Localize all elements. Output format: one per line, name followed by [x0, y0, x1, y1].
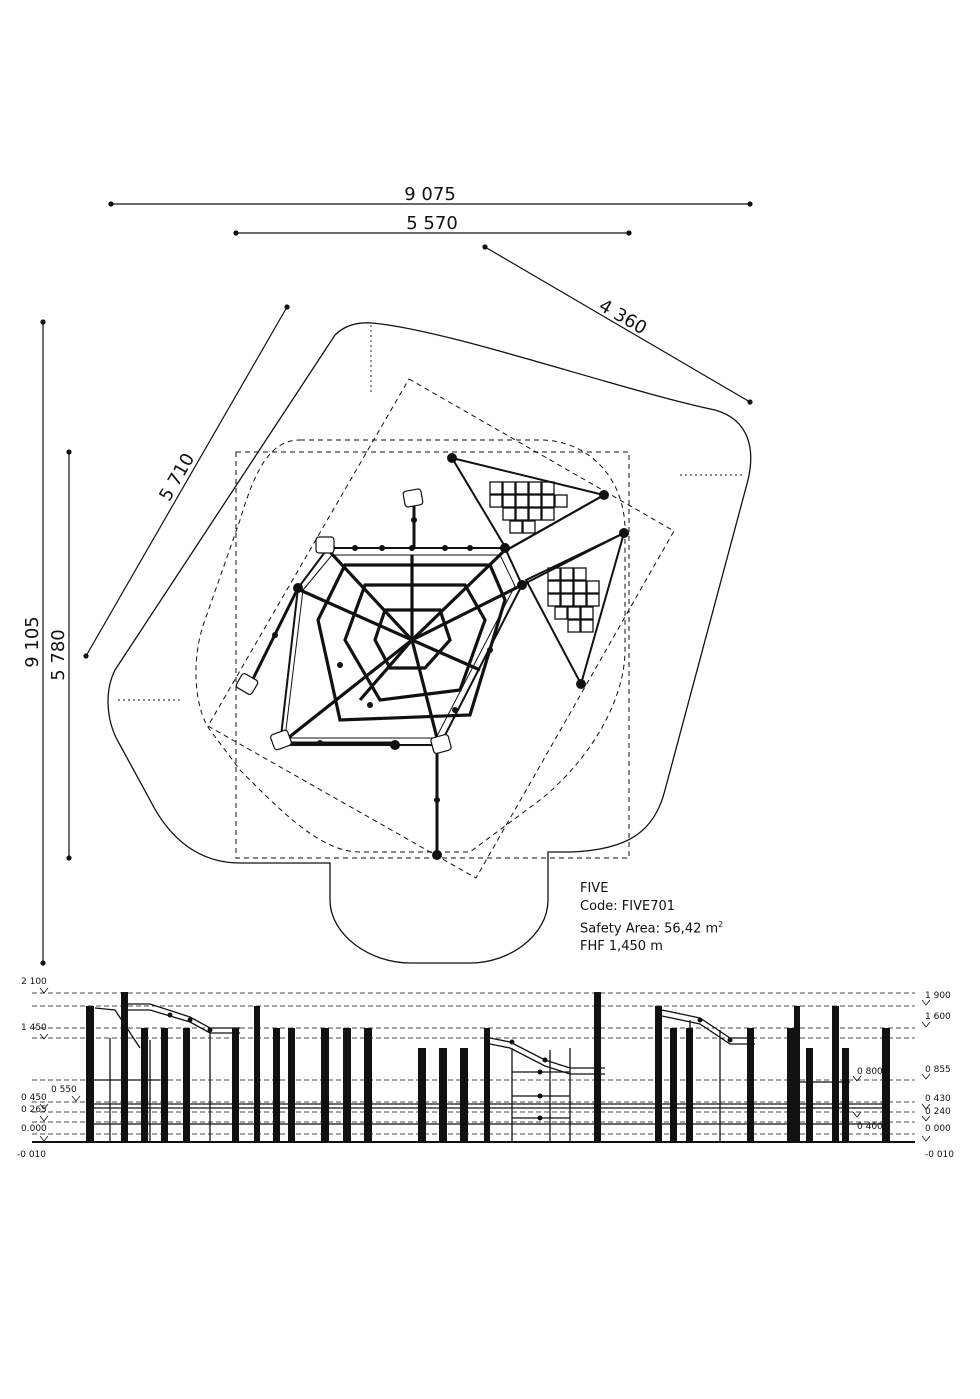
- level-label-right: 0 240: [925, 1107, 951, 1117]
- safety-area: Safety Area: 56,42 m2: [580, 916, 723, 938]
- elevation-joints: [167, 1012, 733, 1121]
- level-lines: [32, 992, 915, 1135]
- elevation-posts: [86, 992, 890, 1142]
- level-label-left: -0 010: [17, 1150, 46, 1160]
- level-label-left: 2 100: [21, 977, 47, 987]
- safety-area-unit-exponent: 2: [718, 920, 724, 929]
- level-markers-left: [39, 987, 81, 1142]
- free-height-of-fall: FHF 1,450 m: [580, 939, 663, 955]
- level-label-right: 1 900: [925, 991, 951, 1001]
- level-markers-right: [852, 999, 931, 1142]
- level-label-right: 0 430: [925, 1094, 951, 1104]
- product-name: FIVE: [580, 881, 609, 896]
- end-panels: [235, 488, 452, 754]
- safety-area-outline: [107, 322, 752, 964]
- dashed-square-boundary: [235, 451, 630, 859]
- lower-grid-net: [547, 567, 600, 633]
- level-label-right: 0 000: [925, 1124, 951, 1134]
- product-info: FIVE Code: FIVE701 Safety Area: 56,42 m2…: [580, 880, 723, 956]
- level-label-left: 0 265: [21, 1105, 47, 1115]
- level-label-right: -0 010: [925, 1150, 954, 1160]
- level-label-right: 0 855: [925, 1065, 951, 1075]
- level-labels-left: 2 100 1 450 0 550 0 450 0 265 0.000 -0 0…: [17, 977, 77, 1160]
- dim-overall-width: 9 075: [404, 184, 456, 205]
- safety-area-text: Safety Area: 56,42 m: [580, 921, 719, 937]
- elevation-view: [32, 992, 915, 1143]
- level-label-right: 0 800: [857, 1067, 883, 1077]
- dimension-lines: [40, 201, 753, 966]
- lower-triangle-frame: [524, 531, 626, 687]
- level-labels-right: 1 900 1 600 0 855 0 800 0 430 0 240 0 40…: [857, 991, 954, 1160]
- level-label-left: 0 450: [21, 1093, 47, 1103]
- product-code: Code: FIVE701: [580, 899, 676, 914]
- upper-grid-net: [489, 481, 568, 534]
- dashed-rotated-boundary: [207, 378, 675, 879]
- level-label-left: 0 550: [51, 1085, 77, 1095]
- dashed-rounded-boundary: [195, 439, 626, 853]
- level-label-right: 1 600: [925, 1012, 951, 1022]
- level-label-right: 0 400: [857, 1122, 883, 1132]
- dim-diagonal-width: 4 360: [595, 295, 650, 339]
- dim-inner-width: 5 570: [406, 213, 458, 234]
- dotted-leaders: [118, 325, 745, 701]
- spider-web-net: [282, 550, 521, 744]
- dim-diagonal-length: 5 710: [155, 450, 199, 505]
- elevation-rails: [86, 1003, 890, 1142]
- level-label-left: 1 450: [21, 1023, 47, 1033]
- level-label-left: 0.000: [21, 1124, 47, 1134]
- dim-overall-height: 9 105: [22, 616, 43, 668]
- equipment-plan: [235, 453, 629, 860]
- dim-inner-height: 5 780: [48, 629, 69, 681]
